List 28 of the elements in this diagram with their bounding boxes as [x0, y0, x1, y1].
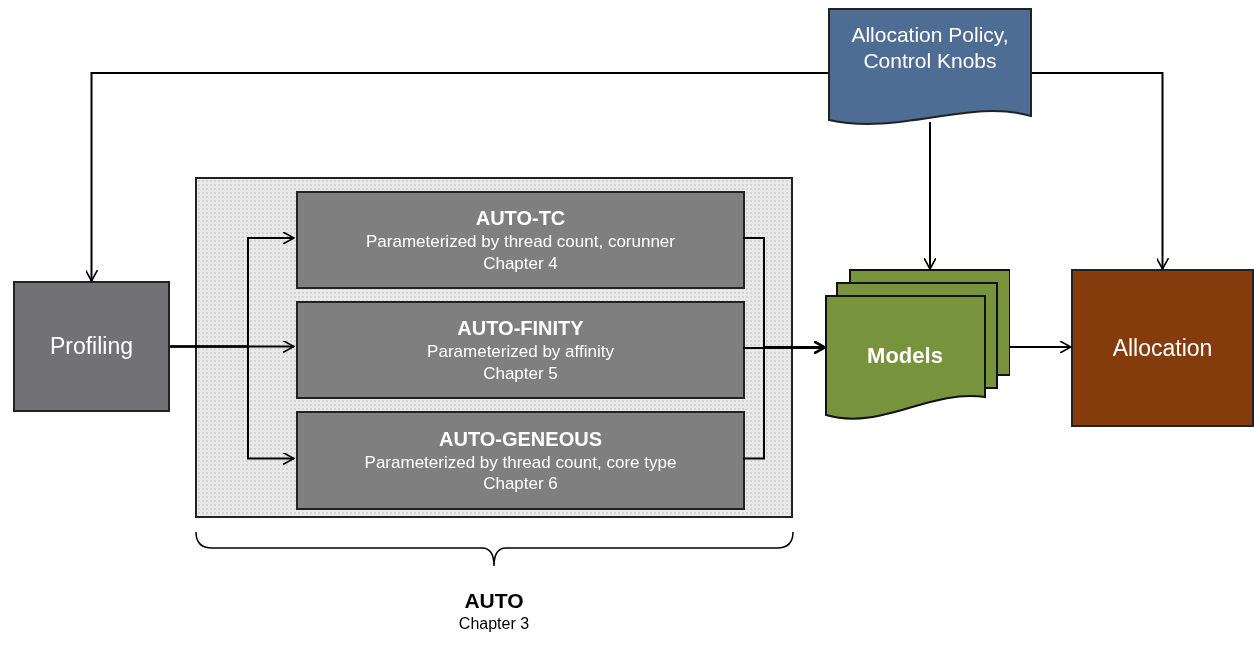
box-text: Chapter 4 — [483, 252, 558, 274]
box-title: AUTO-GENEOUS — [439, 426, 602, 452]
connector-arrow — [742, 340, 826, 460]
connector-arrow — [923, 121, 937, 270]
connector-arrow — [1009, 340, 1072, 354]
process-box — [1071, 269, 1254, 427]
box-title: AUTO-FINITY — [457, 316, 584, 342]
document-text: Allocation Policy, Control Knobs — [850, 22, 1010, 75]
process-box — [296, 411, 745, 510]
document-text: Models — [867, 342, 943, 370]
box-text: Chapter 6 — [483, 473, 558, 495]
connector-arrow — [1031, 72, 1170, 270]
process-box — [13, 281, 170, 412]
group-panel — [195, 177, 793, 518]
box-text: Allocation — [1112, 333, 1213, 363]
box-text: Chapter 5 — [483, 362, 558, 384]
box-text: Parameterized by thread count, core type — [364, 451, 677, 473]
box-text: Parameterized by thread count, corunner — [366, 231, 675, 253]
connector-arrow — [169, 345, 295, 466]
process-box — [296, 301, 745, 399]
group-label: AUTO — [464, 588, 524, 614]
connector-arrow — [742, 341, 826, 355]
box-title: AUTO-TC — [475, 206, 566, 232]
box-text: Parameterized by affinity — [427, 341, 614, 363]
box-text: Profiling — [49, 332, 134, 362]
connector-arrow — [84, 72, 829, 282]
process-box — [296, 191, 745, 289]
group-sublabel: Chapter 3 — [458, 614, 530, 635]
